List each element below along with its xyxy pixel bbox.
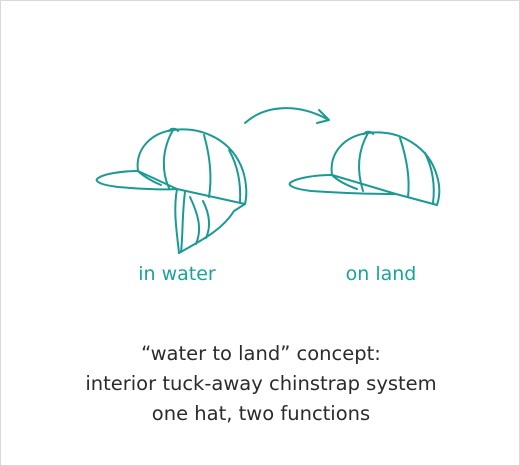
cap-icon — [288, 130, 441, 206]
caption-line-2: interior tuck-away chinstrap system — [85, 372, 437, 395]
caption-line-1: “water to land” concept: — [141, 342, 381, 365]
cap-with-chinstrap-icon — [95, 127, 248, 254]
curved-arrow-icon — [244, 107, 330, 124]
caption-line-3: one hat, two functions — [151, 402, 371, 425]
concept-caption: “water to land” concept: interior tuck-a… — [1, 339, 520, 429]
on-land-label: on land — [345, 263, 417, 285]
concept-illustration — [95, 107, 441, 254]
in-water-label: in water — [138, 263, 216, 285]
